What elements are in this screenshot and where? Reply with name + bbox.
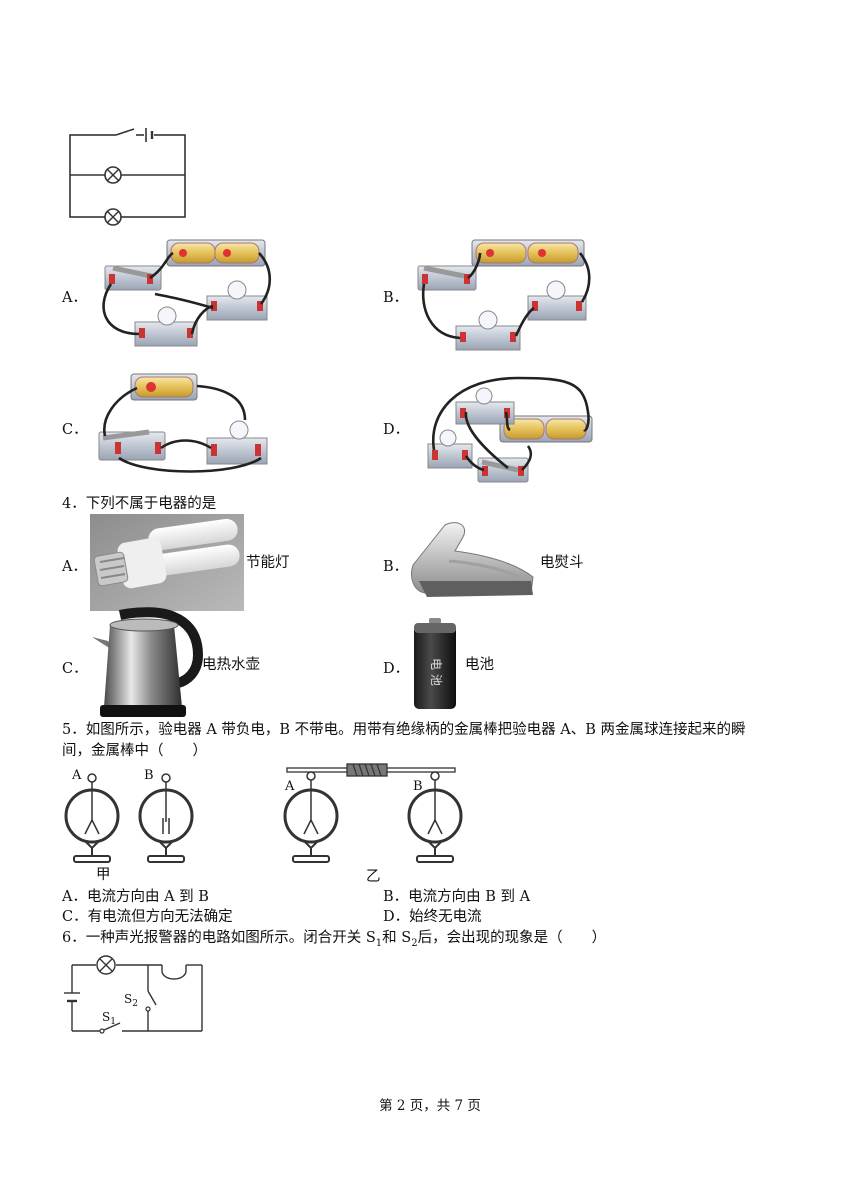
q5-option-a-text: 电流方向由 A 到 B <box>86 889 209 905</box>
q4-option-b-letter: B． <box>383 559 409 575</box>
q4-option-b-label: 电熨斗 <box>540 555 584 571</box>
q6-stem-prefix: 6．一种声光报警器的电路如图所示。闭合开关 S <box>62 930 376 946</box>
q6-stem-suffix: 后，会出现的现象是（ ） <box>417 930 607 946</box>
q5-figure-jia: A B <box>64 768 194 863</box>
q5-option-c: C．有电流但方向无法确定 <box>62 907 233 927</box>
q5-option-b-text: 电流方向由 B 到 A <box>408 889 531 905</box>
q3-option-b-picture <box>417 239 591 351</box>
q5-figure-yi-label: 乙 <box>366 869 381 885</box>
q4-option-c-label: 电热水壶 <box>202 657 260 673</box>
lamp-symbol <box>96 955 116 975</box>
q6-stem-mid: 和 S <box>382 930 412 946</box>
electroscope-label-a: A <box>284 779 295 794</box>
q3-circuit-diagram <box>69 128 186 226</box>
q5-figure-yi: A B <box>283 763 463 863</box>
q3-option-c-letter: C． <box>62 422 88 438</box>
q6-circuit-diagram: S2 S1 <box>64 955 203 1034</box>
q4-option-c-image <box>92 607 204 717</box>
battery-symbol <box>64 992 80 1003</box>
electroscope-label-a: A <box>71 768 82 783</box>
electroscope-label-b: B <box>144 768 154 783</box>
q4-option-b-image <box>411 522 534 597</box>
q5-option-b: B．电流方向由 B 到 A <box>383 887 530 907</box>
q5-stem-line1: 5．如图所示，验电器 A 带负电，B 不带电。用带有绝缘柄的金属棒把验电器 A、… <box>62 722 746 738</box>
q4-option-a-image <box>90 514 244 611</box>
q6-s2-subscript: 2 <box>411 937 418 949</box>
q4-option-d-image: 电 池 <box>414 618 456 709</box>
q6-s1-subscript: 1 <box>375 937 383 949</box>
lamp-symbol <box>104 166 122 184</box>
switch-s2-symbol: S2 <box>124 990 157 1012</box>
q5-option-c-text: 有电流但方向无法确定 <box>87 909 233 925</box>
electroscope-label-b: B <box>413 779 423 794</box>
q5-option-a: A．电流方向由 A 到 B <box>62 887 209 907</box>
switch-symbol <box>115 128 136 140</box>
lamp-symbol <box>104 208 122 226</box>
q3-option-b-letter: B． <box>383 290 409 306</box>
switch-s1-symbol: S1 <box>99 1010 121 1034</box>
q3-option-d-letter: D． <box>383 422 410 438</box>
q3-option-a-letter: A． <box>62 290 87 306</box>
q4-option-a-letter: A． <box>62 559 87 575</box>
bell-symbol <box>161 965 187 980</box>
battery-symbol <box>144 128 154 142</box>
q3-option-d-picture <box>427 376 593 483</box>
q4-option-d-label: 电池 <box>465 657 494 673</box>
page-footer: 第 2 页，共 7 页 <box>379 1098 481 1114</box>
q4-option-a-label: 节能灯 <box>246 555 290 571</box>
q3-option-c-picture <box>98 373 268 473</box>
q4-option-d-letter: D． <box>383 661 410 677</box>
battery-text: 电 池 <box>429 658 443 686</box>
switch-s1-label: S1 <box>102 1010 116 1027</box>
q5-figure-jia-label: 甲 <box>96 867 111 883</box>
q5-stem-line2: 间，金属棒中（ ） <box>62 743 207 759</box>
q4-option-c-letter: C． <box>62 661 88 677</box>
q3-option-a-picture <box>102 239 272 347</box>
q6-stem: 6．一种声光报警器的电路如图所示。闭合开关 S1和 S2后，会出现的现象是（ ） <box>62 928 606 954</box>
q5-option-a-letter: A． <box>62 889 87 905</box>
q5-option-d: D．始终无电流 <box>383 907 482 927</box>
q5-option-d-text: 始终无电流 <box>409 909 482 925</box>
switch-s2-label: S2 <box>124 992 138 1009</box>
q5-option-b-letter: B． <box>383 889 409 905</box>
q5-option-c-letter: C． <box>62 909 88 925</box>
q4-stem: 4．下列不属于电器的是 <box>62 496 217 512</box>
q5-option-d-letter: D． <box>383 909 410 925</box>
